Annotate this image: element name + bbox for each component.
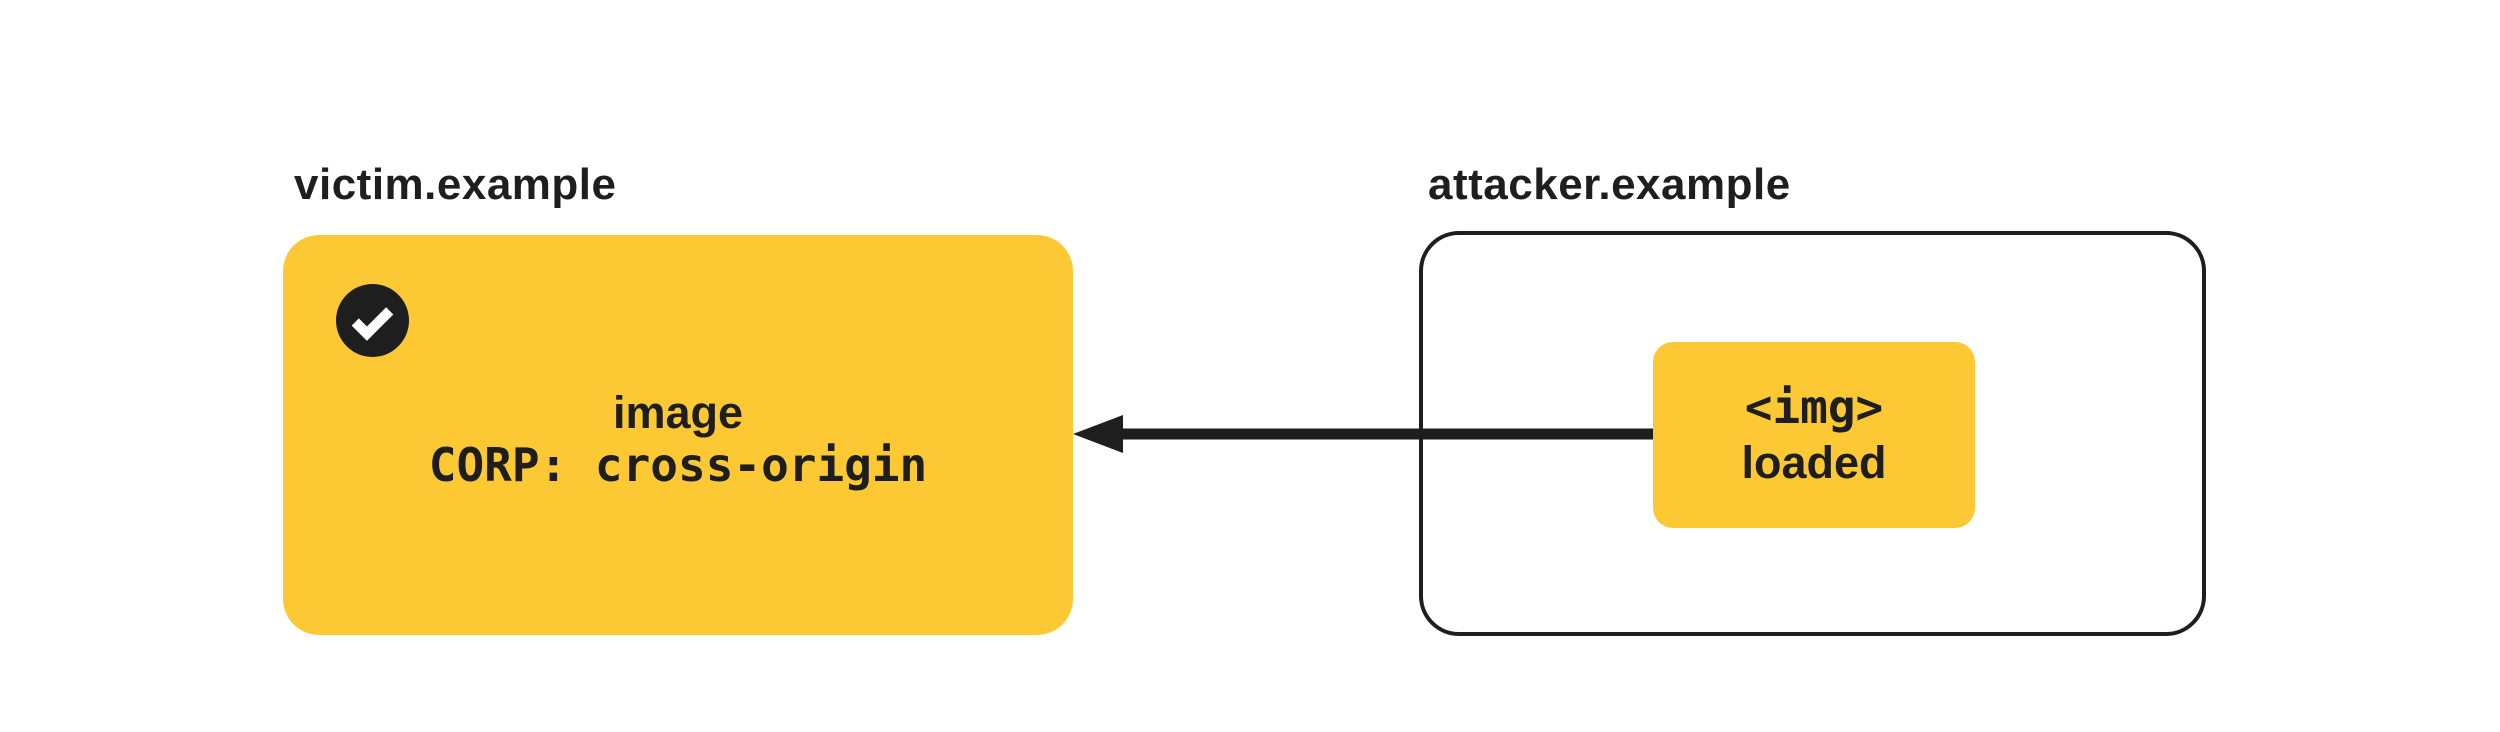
victim-domain-label: victim.example <box>294 160 617 209</box>
resource-name-text: image <box>612 387 744 438</box>
victim-box: image CORP: cross-origin <box>283 235 1073 635</box>
attacker-box: <img> loaded <box>1419 231 2206 636</box>
img-loaded-box: <img> loaded <box>1653 342 1975 528</box>
img-tag-text: <img> <box>1744 380 1884 434</box>
victim-resource-text: image CORP: cross-origin <box>283 387 1073 491</box>
corp-header-text: CORP: cross-origin <box>428 438 928 492</box>
loaded-text: loaded <box>1741 437 1887 488</box>
attacker-domain-label: attacker.example <box>1428 160 1791 209</box>
check-icon <box>336 284 409 357</box>
